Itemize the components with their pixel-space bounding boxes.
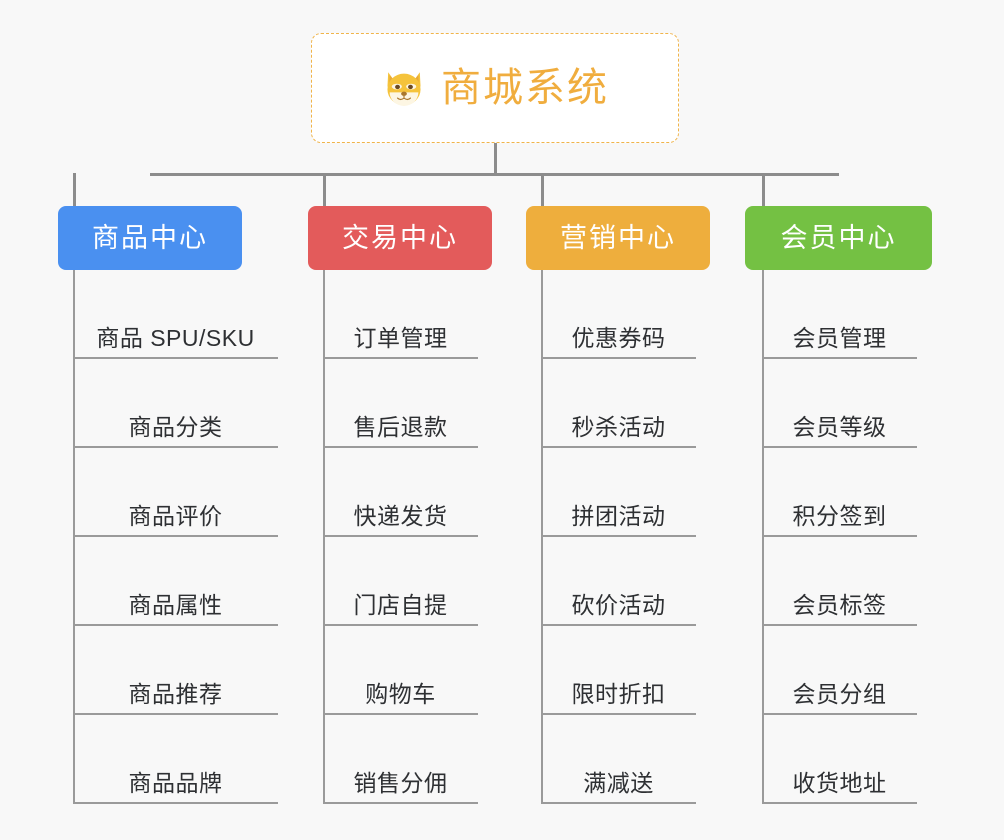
leaf-item-label: 砍价活动 [571, 592, 666, 619]
connector-drop-member-center [762, 173, 765, 206]
category-header-label: 商品中心 [92, 222, 208, 253]
leaf-item[interactable]: 商品 SPU/SKU [73, 270, 278, 359]
leaf-item-label: 积分签到 [792, 503, 887, 530]
leaf-item[interactable]: 会员等级 [762, 359, 917, 448]
leaf-item-label: 会员标签 [792, 592, 887, 619]
leaf-item[interactable]: 购物车 [323, 626, 478, 715]
category-header-label: 营销中心 [560, 222, 676, 253]
leaf-item[interactable]: 收货地址 [762, 715, 917, 804]
leaf-item-label: 限时折扣 [571, 681, 666, 708]
shiba-dog-face-icon [387, 72, 421, 107]
leaf-item[interactable]: 砍价活动 [541, 537, 696, 626]
leaf-item-label: 快递发货 [353, 503, 448, 530]
leaf-item-label: 秒杀活动 [571, 414, 666, 441]
leaf-item-label: 商品属性 [128, 592, 223, 619]
leaf-item-label: 拼团活动 [571, 503, 666, 530]
leaf-item[interactable]: 优惠券码 [541, 270, 696, 359]
leaf-item[interactable]: 拼团活动 [541, 448, 696, 537]
leaf-item[interactable]: 订单管理 [323, 270, 478, 359]
leaf-item[interactable]: 门店自提 [323, 537, 478, 626]
leaf-item-label: 门店自提 [353, 592, 448, 619]
category-header-trade-center[interactable]: 交易中心 [308, 206, 492, 270]
leaf-item[interactable]: 积分签到 [762, 448, 917, 537]
leaf-item-label: 满减送 [583, 770, 654, 797]
leaf-item-label: 订单管理 [353, 325, 448, 352]
root-node-label: 商城系统 [441, 66, 609, 110]
branch-spine [323, 270, 325, 804]
root-node[interactable]: 商城系统 [311, 33, 679, 143]
leaf-item-label: 收货地址 [792, 770, 887, 797]
leaf-item[interactable]: 销售分佣 [323, 715, 478, 804]
branch-spine [762, 270, 764, 804]
leaf-item[interactable]: 商品评价 [73, 448, 278, 537]
leaf-item-label: 销售分佣 [353, 770, 448, 797]
leaf-item[interactable]: 会员管理 [762, 270, 917, 359]
leaf-item[interactable]: 满减送 [541, 715, 696, 804]
leaf-item-label: 会员等级 [792, 414, 887, 441]
leaf-item-label: 商品评价 [128, 503, 223, 530]
leaf-item-label: 商品推荐 [128, 681, 223, 708]
connector-drop-trade-center [323, 173, 326, 206]
connector-drop-product-center [73, 173, 76, 206]
branch-spine [541, 270, 543, 804]
leaf-item[interactable]: 商品属性 [73, 537, 278, 626]
leaf-item[interactable]: 会员标签 [762, 537, 917, 626]
leaf-item[interactable]: 商品推荐 [73, 626, 278, 715]
leaf-item[interactable]: 秒杀活动 [541, 359, 696, 448]
leaf-item[interactable]: 售后退款 [323, 359, 478, 448]
leaf-item[interactable]: 会员分组 [762, 626, 917, 715]
leaf-item[interactable]: 商品分类 [73, 359, 278, 448]
connector-drop-marketing-center [541, 173, 544, 206]
branch-spine [73, 270, 75, 804]
leaf-item[interactable]: 限时折扣 [541, 626, 696, 715]
leaf-item-label: 会员管理 [792, 325, 887, 352]
leaf-item-label: 优惠券码 [571, 325, 666, 352]
leaf-item-label: 商品 SPU/SKU [96, 325, 255, 352]
connector-horizontal-bus [150, 173, 839, 176]
leaf-item-label: 商品品牌 [128, 770, 223, 797]
category-header-product-center[interactable]: 商品中心 [58, 206, 242, 270]
leaf-item[interactable]: 快递发货 [323, 448, 478, 537]
leaf-item-label: 商品分类 [128, 414, 223, 441]
category-header-member-center[interactable]: 会员中心 [745, 206, 932, 270]
connector-root-stem [494, 143, 497, 175]
leaf-item-label: 会员分组 [792, 681, 887, 708]
category-header-label: 会员中心 [780, 222, 897, 253]
leaf-item-label: 售后退款 [353, 414, 448, 441]
leaf-item[interactable]: 商品品牌 [73, 715, 278, 804]
category-header-marketing-center[interactable]: 营销中心 [526, 206, 710, 270]
category-header-label: 交易中心 [342, 222, 458, 253]
leaf-item-label: 购物车 [365, 681, 436, 708]
